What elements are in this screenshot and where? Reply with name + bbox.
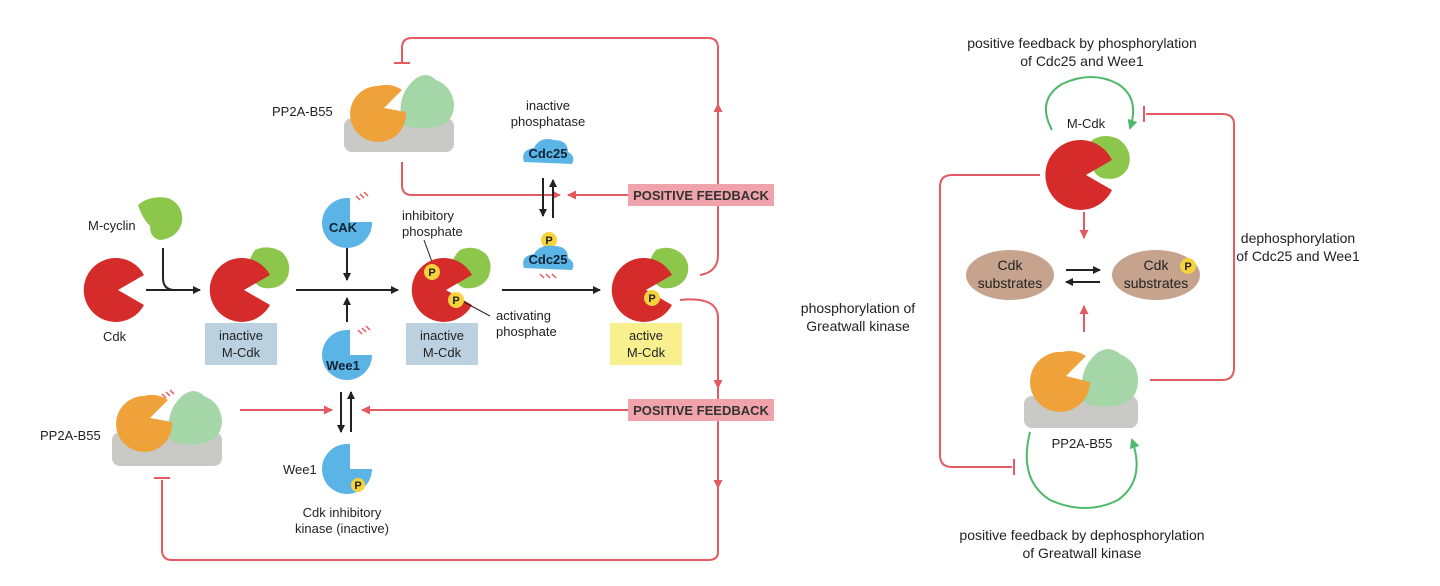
substrate-right bbox=[1112, 250, 1200, 300]
inactive-phosphatase-line1: inactive bbox=[526, 98, 570, 113]
right-cdk bbox=[1045, 139, 1112, 210]
inactive-box-2-line2: M-Cdk bbox=[423, 345, 462, 360]
inactive-box-2 bbox=[406, 323, 478, 365]
substrate-left bbox=[966, 250, 1054, 300]
inhibitory-phosphate-line1: inhibitory bbox=[402, 208, 455, 223]
active-box-line1: active bbox=[629, 328, 663, 343]
bottom-caption-line2: of Greatwall kinase bbox=[1022, 545, 1141, 561]
active-box-line2: M-Cdk bbox=[627, 345, 666, 360]
cdc25-top-label: Cdc25 bbox=[528, 146, 567, 161]
top-caption-line2: of Cdc25 and Wee1 bbox=[1020, 53, 1144, 69]
right-caption-line2: of Cdc25 and Wee1 bbox=[1236, 248, 1360, 264]
substrate-right-line1: Cdk bbox=[1144, 257, 1170, 273]
wee1-inactive-label: Wee1 bbox=[283, 462, 317, 477]
cdc25-bottom-label: Cdc25 bbox=[528, 252, 567, 267]
cdc25-phosphate: P bbox=[545, 235, 552, 247]
cdk-inhibitory-kinase-line2: kinase (inactive) bbox=[295, 521, 389, 536]
right-pp2a-lightgreen bbox=[1081, 349, 1138, 407]
substrate-left-line1: Cdk bbox=[998, 257, 1024, 273]
pp2a-top: PP2A-B55 bbox=[272, 75, 454, 152]
bottom-caption-line1: positive feedback by dephosphorylation bbox=[959, 527, 1204, 543]
pathway-arrows bbox=[146, 178, 601, 433]
inactive-box-2-line1: inactive bbox=[420, 328, 464, 343]
activating-phosphate-symbol: P bbox=[452, 295, 459, 307]
inactive-mcdk-2: inhibitory phosphate P P activating phos… bbox=[402, 208, 557, 365]
inactive-phosphatase-line2: phosphatase bbox=[511, 114, 585, 129]
inactive-mcdk-1: inactive M-Cdk bbox=[205, 247, 290, 365]
inactive-box-1 bbox=[205, 323, 277, 365]
m-cyclin-label: M-cyclin bbox=[88, 218, 136, 233]
activating-phosphate-line2: phosphate bbox=[496, 324, 557, 339]
active-box bbox=[610, 323, 682, 365]
left-caption-line1: phosphorylation of bbox=[801, 300, 916, 316]
cdc25: inactive phosphatase Cdc25 P Cdc25 bbox=[511, 98, 585, 279]
pp2a-bottom-label: PP2A-B55 bbox=[40, 428, 101, 443]
right-pp2a-orange bbox=[1030, 351, 1090, 412]
inactive-box-1-line2: M-Cdk bbox=[222, 345, 261, 360]
top-caption-line1: positive feedback by phosphorylation bbox=[967, 35, 1197, 51]
left-caption-line2: Greatwall kinase bbox=[806, 318, 910, 334]
cdk-inhibitory-kinase-line1: Cdk inhibitory bbox=[303, 505, 382, 520]
cdk: Cdk bbox=[83, 257, 144, 344]
mcdk-label: M-Cdk bbox=[1067, 116, 1106, 131]
substrate-right-line2: substrates bbox=[1124, 275, 1189, 291]
wee1-active-label: Wee1 bbox=[326, 358, 360, 373]
cdk-label: Cdk bbox=[103, 329, 127, 344]
inhibitory-phosphate-symbol: P bbox=[428, 267, 435, 279]
substrate-phosphate: P bbox=[1184, 261, 1191, 273]
inhibitory-phosphate-line2: phosphate bbox=[402, 224, 463, 239]
active-mcdk-phosphate: P bbox=[648, 293, 655, 305]
substrate-left-line2: substrates bbox=[978, 275, 1043, 291]
bottom-green-loop bbox=[1025, 431, 1140, 509]
positive-feedback-top: POSITIVE FEEDBACK bbox=[628, 184, 774, 206]
m-cyclin: M-cyclin bbox=[88, 197, 183, 240]
pp2a-bottom: PP2A-B55 bbox=[40, 389, 222, 466]
right-pp2a-label: PP2A-B55 bbox=[1052, 436, 1113, 451]
right-panel: positive feedback by phosphorylation of … bbox=[801, 35, 1360, 561]
right-caption-line1: dephosphorylation bbox=[1241, 230, 1355, 246]
positive-feedback-bottom: POSITIVE FEEDBACK bbox=[628, 399, 774, 421]
feedback-lines bbox=[154, 37, 723, 561]
inactive-box-1-line1: inactive bbox=[219, 328, 263, 343]
pp2a-top-label: PP2A-B55 bbox=[272, 104, 333, 119]
cak-label: CAK bbox=[329, 220, 358, 235]
wee1-inactive: P Wee1 Cdk inhibitory kinase (inactive) bbox=[283, 444, 389, 536]
activating-phosphate-line1: activating bbox=[496, 308, 551, 323]
wee1-phosphate: P bbox=[354, 480, 361, 492]
wee1-active: Wee1 bbox=[322, 325, 372, 380]
cak: CAK bbox=[322, 191, 373, 248]
positive-feedback-bottom-label: POSITIVE FEEDBACK bbox=[633, 403, 769, 418]
positive-feedback-top-label: POSITIVE FEEDBACK bbox=[633, 188, 769, 203]
active-mcdk: P active M-Cdk bbox=[610, 247, 689, 365]
top-green-loop bbox=[1044, 76, 1138, 131]
